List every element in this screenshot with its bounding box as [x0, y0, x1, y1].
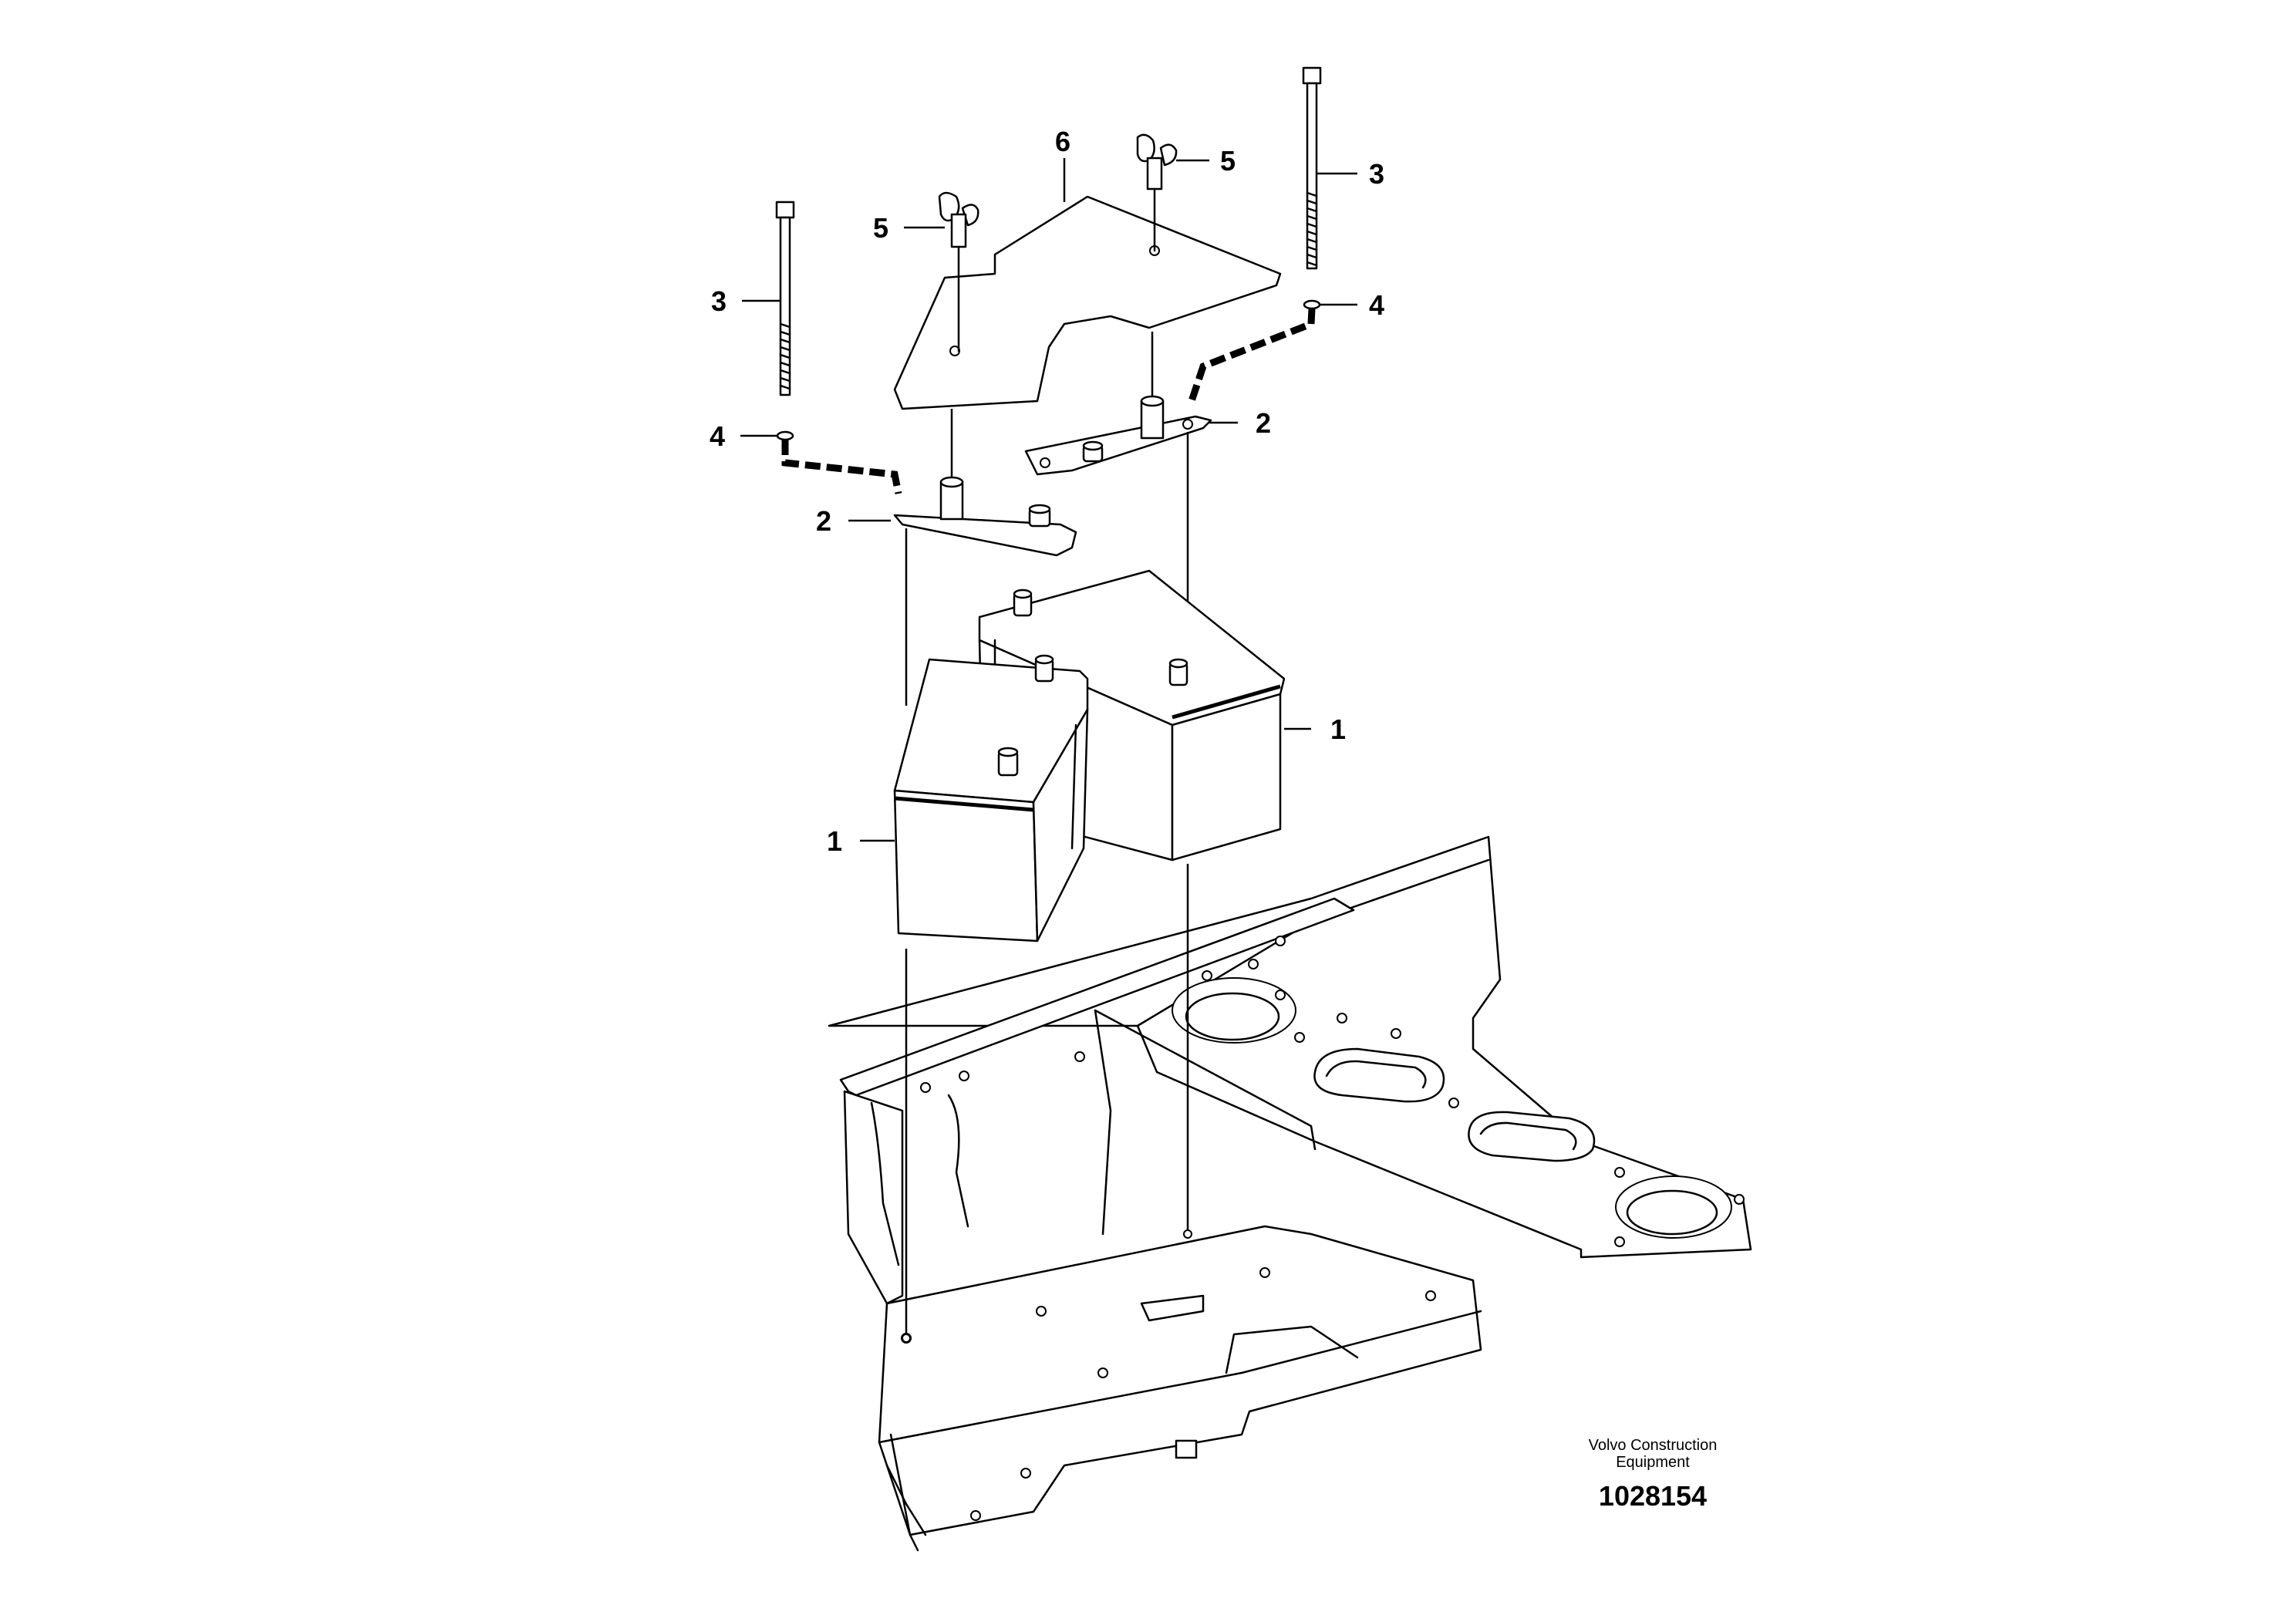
wing-nut [1136, 133, 1178, 191]
brand-line-1: Volvo Construction [1589, 1437, 1718, 1454]
callout-2-right: 2 [1209, 407, 1271, 439]
callout-3-left: 3 [711, 285, 781, 317]
document-number: 1028154 [1599, 1480, 1707, 1512]
callout-1-left: 1 [827, 825, 895, 857]
svg-text:5: 5 [1220, 145, 1236, 177]
battery-terminal [1013, 588, 1033, 617]
svg-text:1: 1 [827, 825, 842, 857]
battery-terminal [1034, 654, 1054, 683]
svg-text:3: 3 [1369, 158, 1384, 190]
long-bolt-right [1302, 66, 1322, 270]
svg-text:4: 4 [1369, 289, 1384, 321]
callout-4-left: 4 [710, 420, 777, 452]
svg-text:2: 2 [816, 505, 831, 537]
battery-front [893, 654, 1089, 943]
svg-text:3: 3 [711, 285, 727, 317]
washer-right [1303, 299, 1321, 310]
assembly-lines [902, 332, 1192, 1343]
machine-frame [828, 835, 1752, 1552]
svg-text:4: 4 [710, 420, 725, 452]
svg-text:5: 5 [873, 212, 888, 244]
callout-2-left: 2 [816, 505, 891, 537]
washer-left [776, 430, 794, 441]
bracket-right [1024, 395, 1212, 476]
battery-cover [893, 195, 1282, 410]
callout-5-right: 5 [1176, 145, 1236, 177]
callout-5-left: 5 [873, 212, 945, 244]
brand-line-2: Equipment [1616, 1454, 1690, 1471]
svg-text:1: 1 [1330, 713, 1346, 745]
footer: Volvo Construction Equipment 1028154 [1589, 1437, 1718, 1512]
callout-3-right: 3 [1317, 158, 1384, 190]
callout-6: 6 [1055, 126, 1070, 202]
callout-1-right: 1 [1284, 713, 1346, 745]
callout-4-right: 4 [1320, 289, 1384, 321]
battery-terminal [997, 747, 1019, 777]
svg-text:6: 6 [1055, 126, 1070, 157]
battery-terminal [1168, 658, 1188, 686]
long-bolt-left [775, 201, 795, 396]
wing-nut [938, 191, 979, 248]
svg-text:2: 2 [1256, 407, 1271, 439]
bracket-left [893, 476, 1077, 557]
